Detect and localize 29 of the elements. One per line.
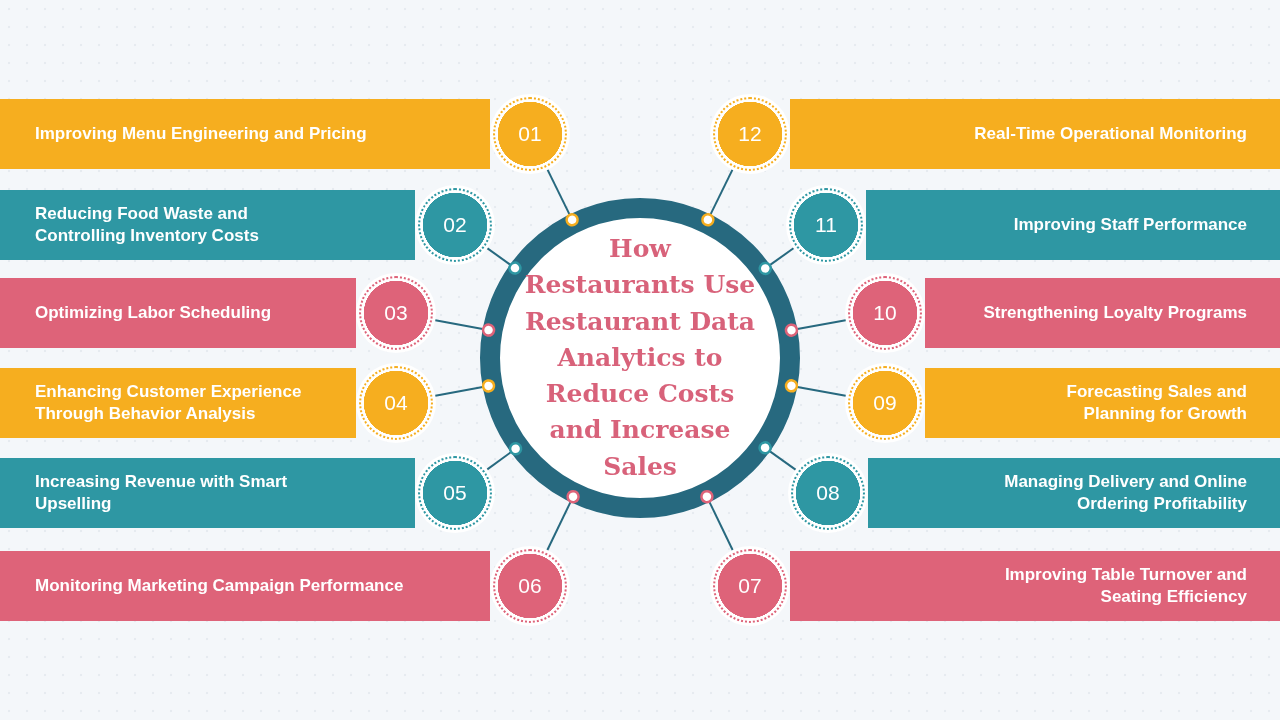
topic-bar: Strengthening Loyalty Programs bbox=[925, 278, 1280, 348]
number-badge: 06 bbox=[490, 546, 570, 626]
number-badge: 02 bbox=[415, 185, 495, 265]
connector-line bbox=[758, 441, 797, 471]
number-badge: 07 bbox=[710, 546, 790, 626]
topic-bar: Real-Time Operational Monitoring bbox=[790, 99, 1280, 169]
number-badge: 01 bbox=[490, 94, 570, 174]
topic-bar: Monitoring Marketing Campaign Performance bbox=[0, 551, 490, 621]
topic-bar: Managing Delivery and Online Ordering Profitability bbox=[868, 458, 1280, 528]
topic-bar: Reducing Food Waste and Controlling Inventory Costs bbox=[0, 190, 415, 260]
topic-bar: Forecasting Sales and Planning for Growth bbox=[925, 368, 1280, 438]
number-badge: 03 bbox=[356, 273, 436, 353]
topic-bar: Improving Menu Engineering and Pricing bbox=[0, 99, 490, 169]
number-badge: 12 bbox=[710, 94, 790, 174]
number-badge: 11 bbox=[786, 185, 866, 265]
topic-bar: Increasing Revenue with Smart Upselling bbox=[0, 458, 415, 528]
topic-bar: Improving Table Turnover and Seating Efficiency bbox=[790, 551, 1280, 621]
connector-line bbox=[758, 247, 795, 276]
number-badge: 08 bbox=[788, 453, 868, 533]
connector-line bbox=[486, 247, 522, 275]
number-badge: 10 bbox=[845, 273, 925, 353]
topic-bar: Optimizing Labor Scheduling bbox=[0, 278, 356, 348]
center-circle: How Restaurants Use Restaurant Data Analytics to Reduce Costs and Increase Sales bbox=[480, 198, 800, 518]
number-badge: 05 bbox=[415, 453, 495, 533]
topic-bar: Enhancing Customer Experience Through Behavior Analysis bbox=[0, 368, 356, 438]
number-badge: 04 bbox=[356, 363, 436, 443]
topic-bar: Improving Staff Performance bbox=[866, 190, 1280, 260]
number-badge: 09 bbox=[845, 363, 925, 443]
connector-line bbox=[486, 442, 523, 471]
